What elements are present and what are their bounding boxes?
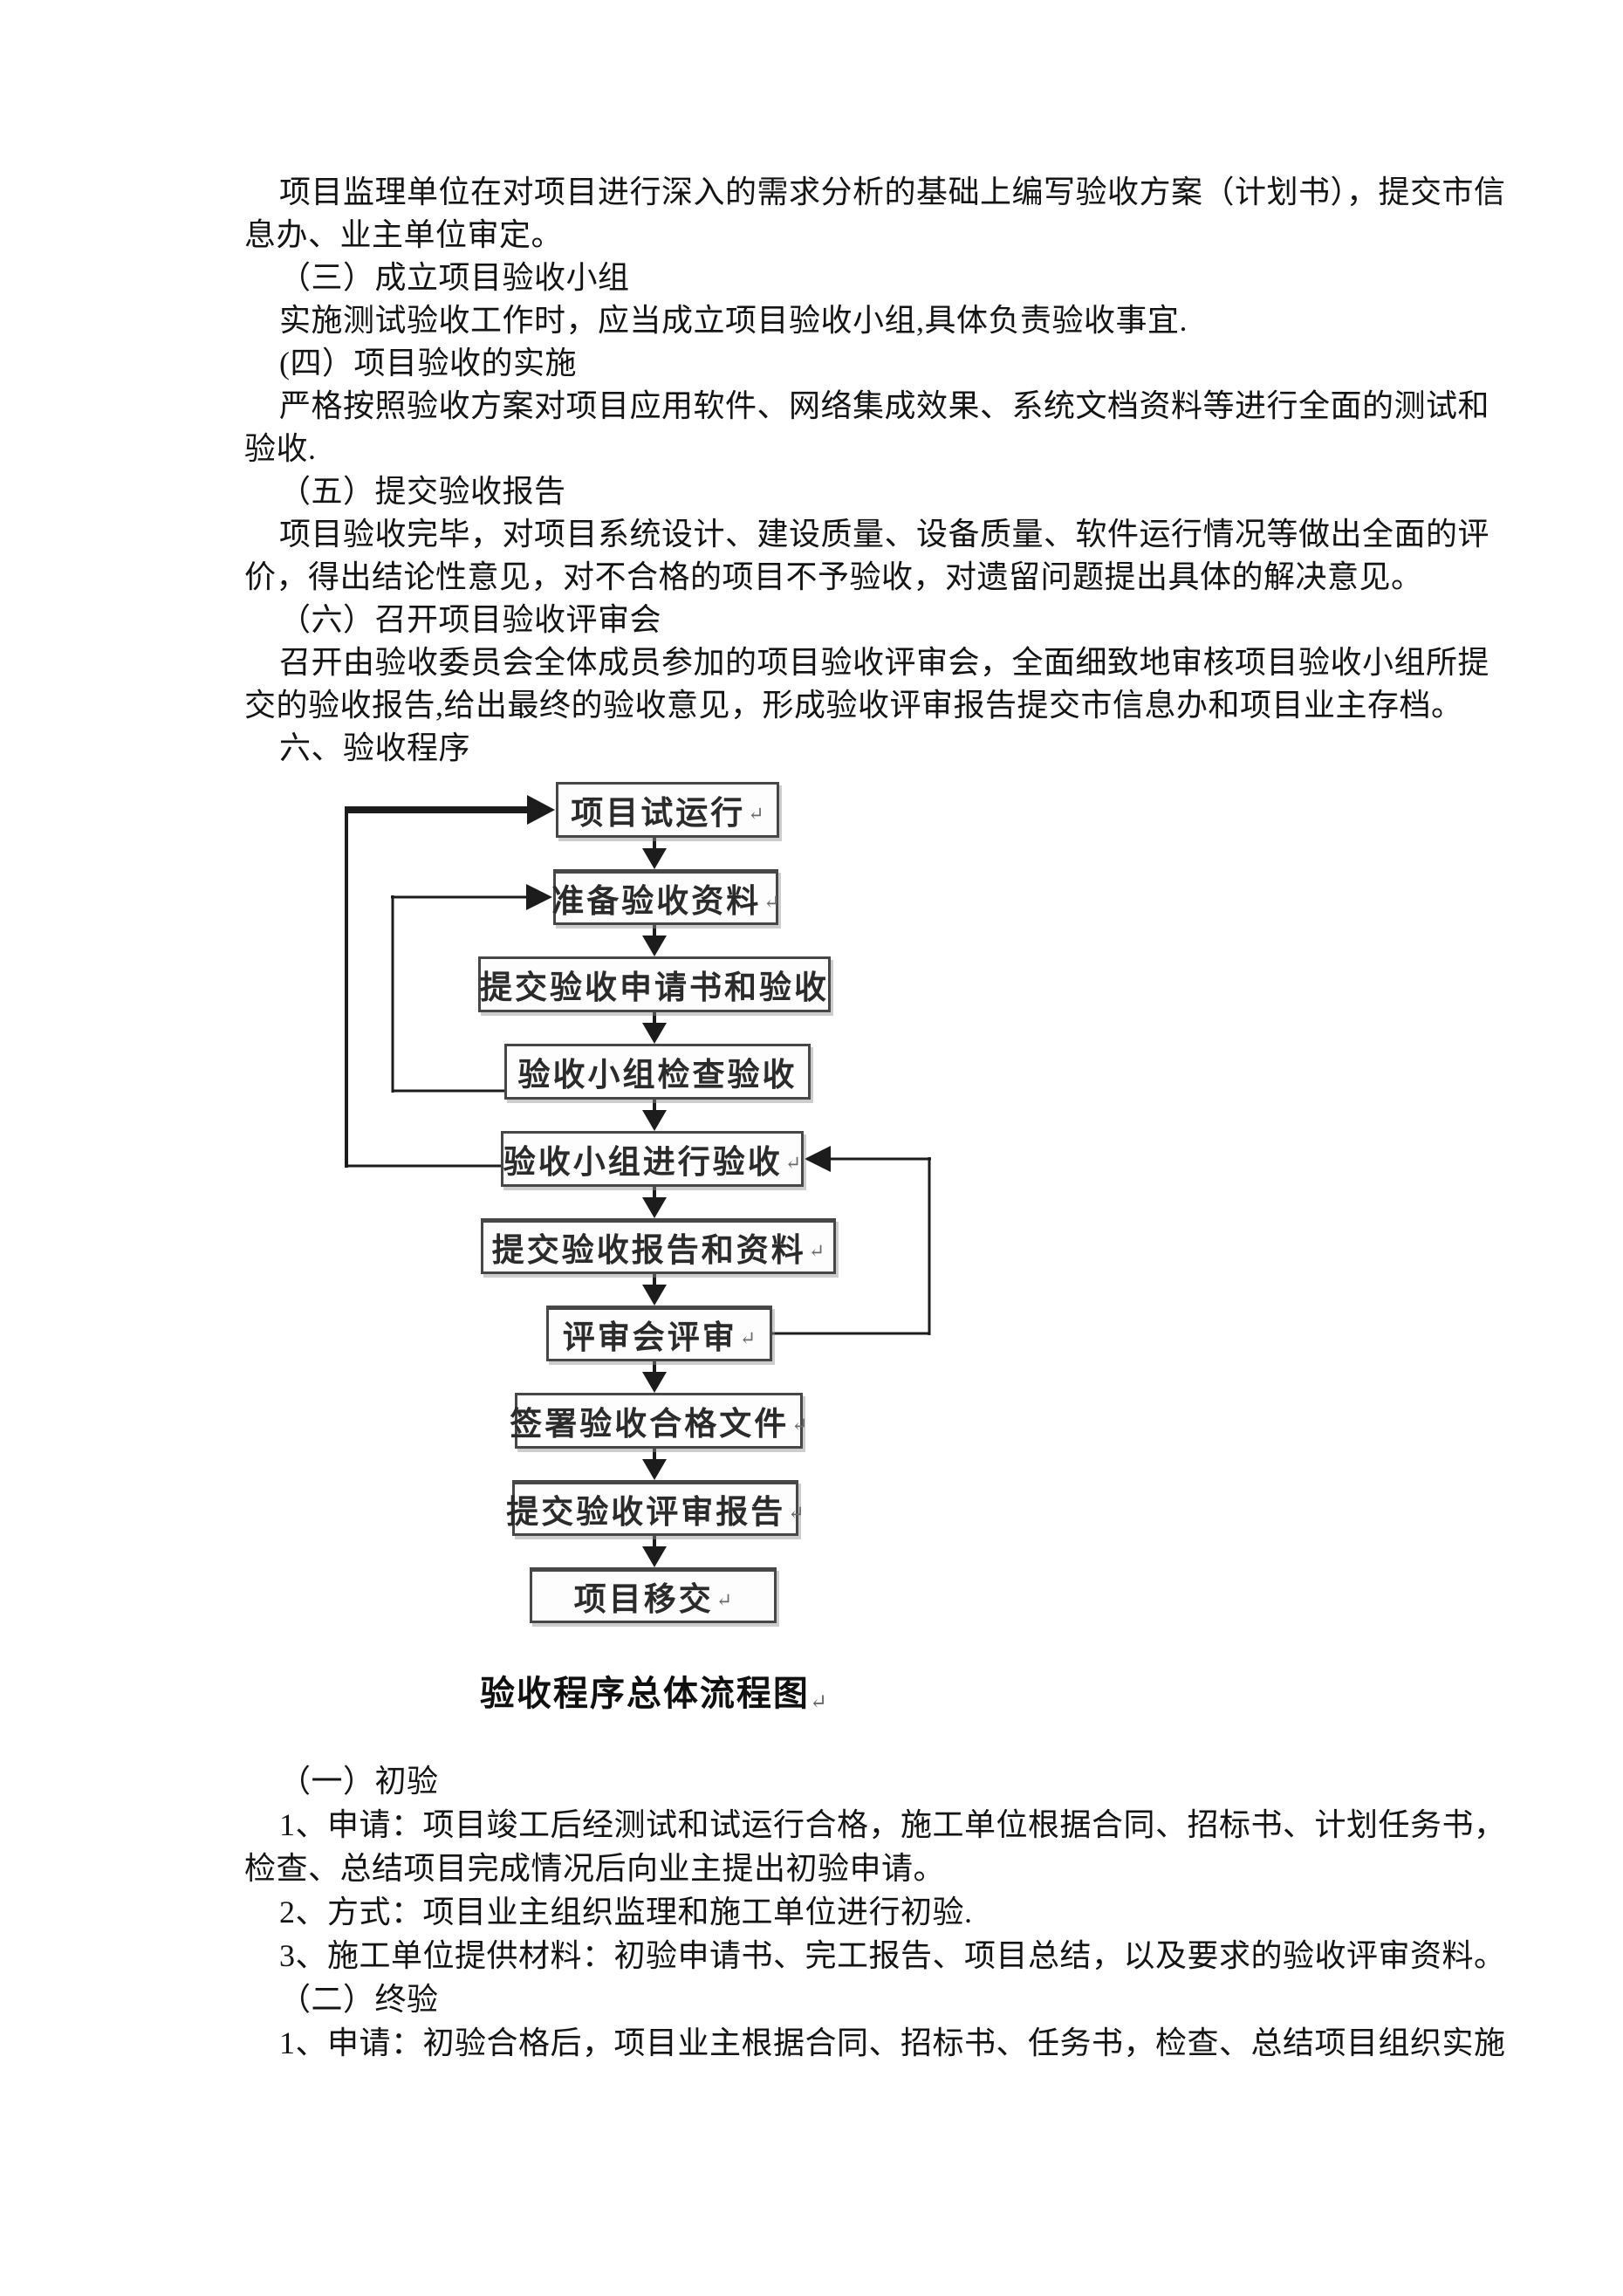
- flowchart-box-acceptance-team-acceptance: 验收小组进行验收↵: [501, 1131, 804, 1187]
- return-mark-icon: ↵: [764, 891, 780, 913]
- text-line: (四）项目验收的实施: [279, 346, 577, 380]
- return-mark-icon: ↵: [788, 1502, 805, 1524]
- return-mark-icon: ↵: [784, 1152, 802, 1174]
- flow-box-label: 提交验收评审报告: [506, 1495, 786, 1531]
- flow-box-label: 准备验收资料: [551, 884, 762, 920]
- flowchart-box-project-handover: 项目移交↵: [530, 1567, 777, 1623]
- text-line: （三）成立项目验收小组: [279, 260, 630, 295]
- flowchart-box-acceptance-team-inspection: 验收小组检查验收: [504, 1044, 811, 1100]
- bottom-text-block: （一）初验 1、申请：项目竣工后经测试和试运行合格，施工单位根据合同、招标书、计…: [244, 1759, 1518, 2065]
- text-line: 检查、总结项目完成情况后向业主提出初验申请。: [244, 1851, 946, 1886]
- text-line: 1、申请：初验合格后，项目业主根据合同、招标书、任务书，检查、总结项目组织实施: [279, 2025, 1506, 2060]
- flow-box-label: 验收小组检查验收: [517, 1058, 798, 1093]
- return-mark-icon: ↵: [791, 1414, 808, 1436]
- flowchart-box-prepare-acceptance-materials: 准备验收资料↵: [551, 869, 780, 925]
- flowchart-box-submit-review-report: 提交验收评审报告↵: [506, 1480, 805, 1536]
- text-line: 息办、业主单位审定。: [244, 217, 564, 252]
- return-mark-icon: ↵: [739, 1327, 757, 1349]
- flowchart-box-sign-qualified-documents: 签署验收合格文件↵: [510, 1393, 808, 1449]
- flowchart-caption-text: 验收程序总体流程图: [479, 1674, 810, 1713]
- top-text-block: 项目监理单位在对项目进行深入的需求分析的基础上编写验收方案（计划书），提交市信 …: [244, 171, 1518, 770]
- flowchart-box-submit-acceptance-report-materials: 提交验收报告和资料↵: [481, 1218, 836, 1274]
- flowchart-box-review-meeting: 评审会评审↵: [546, 1306, 772, 1361]
- flow-box-label: 签署验收合格文件: [510, 1407, 790, 1443]
- text-line: （五）提交验收报告: [279, 474, 566, 509]
- flow-box-label: 提交验收报告和资料: [491, 1233, 806, 1269]
- text-line: （六）召开项目验收评审会: [279, 602, 662, 637]
- flow-box-label: 提交验收申请书和验收: [480, 970, 829, 1006]
- text-line: 六、验收程序: [279, 730, 471, 765]
- text-line: 2、方式：项目业主组织监理和施工单位进行初验.: [279, 1895, 973, 1929]
- flow-box-label: 项目试运行: [571, 796, 746, 832]
- text-line: 召开由验收委员会全体成员参加的项目验收评审会，全面细致地审核项目验收小组所提: [279, 645, 1490, 680]
- text-line: （一）初验: [279, 1764, 439, 1799]
- return-mark-icon: ↵: [809, 1691, 830, 1714]
- text-line: 1、申请：项目竣工后经测试和试运行合格，施工单位根据合同、招标书、计划任务书，: [279, 1807, 1506, 1842]
- flowchart-caption: 验收程序总体流程图↵: [201, 1665, 1108, 1716]
- flow-box-label: 验收小组进行验收: [503, 1145, 783, 1181]
- flowchart-box-project-trial-run: 项目试运行↵: [556, 782, 779, 838]
- text-line: （二）终验: [279, 1982, 439, 2017]
- text-line: 严格按照验收方案对项目应用软件、网络集成效果、系统文档资料等进行全面的测试和: [279, 388, 1490, 423]
- text-line: 项目验收完毕，对项目系统设计、建设质量、设备质量、软件运行情况等做出全面的评: [279, 517, 1490, 552]
- return-mark-icon: ↵: [748, 803, 764, 825]
- return-mark-icon: ↵: [808, 1240, 825, 1262]
- text-line: 验收.: [244, 431, 317, 466]
- text-line: 价，得出结论性意见，对不合格的项目不予验收，对遗留问题提出具体的解决意见。: [244, 559, 1423, 594]
- text-line: 3、施工单位提供材料：初验申请书、完工报告、项目总结，以及要求的验收评审资料。: [279, 1938, 1506, 1973]
- text-line: 项目监理单位在对项目进行深入的需求分析的基础上编写验收方案（计划书），提交市信: [279, 175, 1506, 209]
- text-line: 实施测试验收工作时，应当成立项目验收小组,具体负责验收事宜.: [279, 303, 1188, 338]
- return-mark-icon: ↵: [716, 1589, 733, 1611]
- flow-box-label: 评审会评审: [562, 1320, 737, 1356]
- flowchart-box-submit-acceptance-application: 提交验收申请书和验收: [478, 956, 831, 1012]
- flow-box-label: 项目移交: [573, 1582, 714, 1618]
- text-line: 交的验收报告,给出最终的验收意见，形成验收评审报告提交市信息办和项目业主存档。: [244, 688, 1463, 723]
